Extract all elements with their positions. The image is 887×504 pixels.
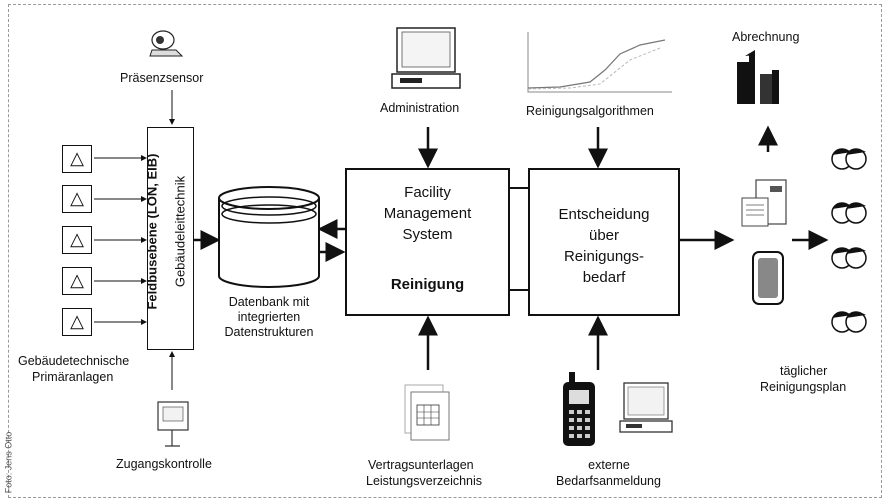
- plan-label-line1: täglicher: [780, 364, 828, 378]
- external-label-line2: Bedarfsanmeldung: [556, 474, 661, 488]
- fms-line1: Facility: [404, 184, 451, 201]
- access-control-label: Zugangskontrolle: [116, 457, 212, 471]
- decision-line3: Reinigungs-: [563, 248, 645, 265]
- person-group-4: [831, 311, 867, 333]
- database-label-line3: Datenstrukturen: [224, 325, 314, 339]
- decision-line2: über: [588, 227, 620, 244]
- contracts-label-line2: Leistungsverzeichnis: [366, 474, 483, 488]
- fieldbus-box: [147, 127, 194, 350]
- database-label-line2: integrierten: [237, 310, 301, 324]
- primary-unit-2: △: [62, 185, 92, 213]
- person-group-2: [831, 202, 867, 224]
- diagram-frame: [8, 4, 882, 498]
- fms-line4: Reinigung: [390, 276, 465, 293]
- decision-line1: Entscheidung: [558, 206, 650, 223]
- decision-box: [528, 168, 680, 316]
- photo-credit: Foto: Jens Otto: [3, 431, 14, 494]
- database-label-line1: Datenbank mit: [228, 295, 310, 309]
- billing-label: Abrechnung: [732, 30, 800, 44]
- fms-line3: System: [402, 226, 453, 243]
- person-group-1: [831, 148, 867, 170]
- external-label-line1: externe: [588, 458, 630, 472]
- primary-unit-4: △: [62, 267, 92, 295]
- plan-label-line2: Reinigungsplan: [760, 380, 847, 394]
- primary-label-line1: Gebäudetechnische: [18, 354, 130, 368]
- facility-management-system-box: [345, 168, 510, 316]
- primary-unit-1: △: [62, 145, 92, 173]
- fms-line2: Management: [383, 205, 472, 222]
- primary-unit-5: △: [62, 308, 92, 336]
- person-group-3: [831, 247, 867, 269]
- presence-sensor-label: Präsenzsensor: [120, 71, 204, 85]
- primary-unit-3: △: [62, 226, 92, 254]
- contracts-label-line1: Vertragsunterlagen: [368, 458, 474, 472]
- administration-label: Administration: [380, 101, 460, 115]
- algorithms-label: Reinigungsalgorithmen: [526, 104, 654, 118]
- primary-label-line2: Primäranlagen: [32, 370, 114, 384]
- decision-line4: bedarf: [582, 269, 626, 286]
